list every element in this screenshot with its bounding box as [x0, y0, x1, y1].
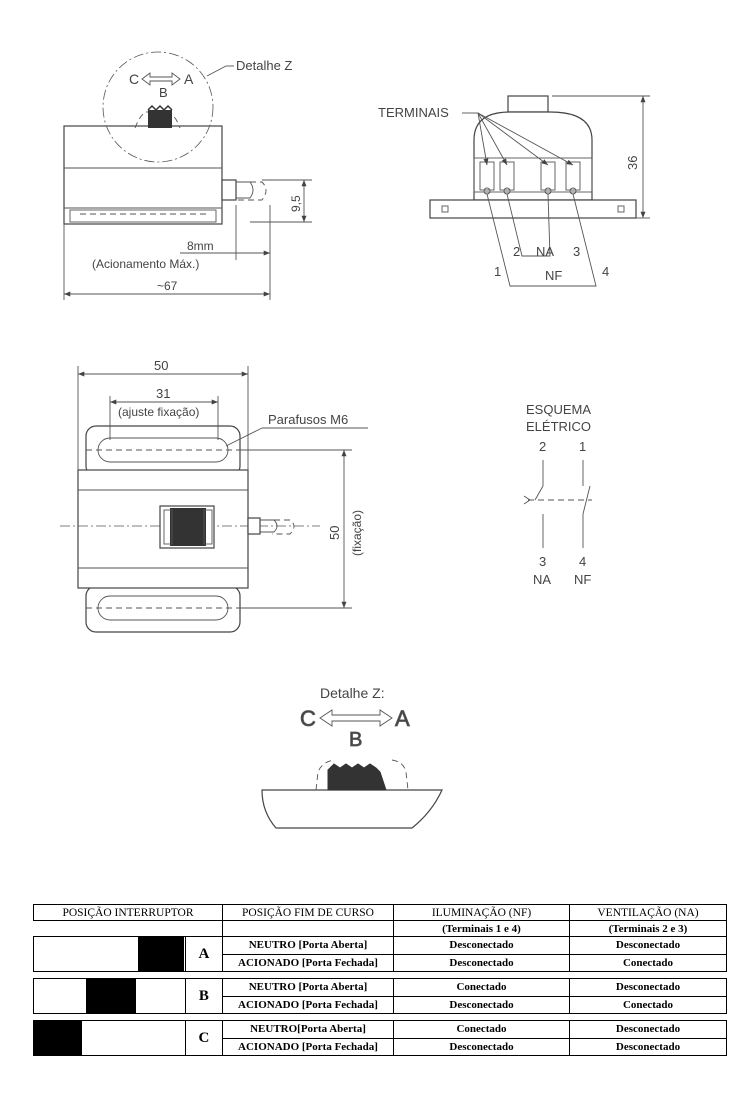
ventilacao-cell: Desconectado — [569, 1037, 727, 1056]
ventilacao-cell: Desconectado — [569, 936, 727, 955]
header-posicao-fim-curso: POSIÇÃO FIM DE CURSO — [222, 904, 394, 921]
drawing-label: NA — [533, 572, 551, 587]
drawing-label: A — [184, 71, 194, 87]
iluminacao-cell: Desconectado — [393, 1037, 570, 1056]
drawing-label: Detalhe Z: — [320, 685, 385, 701]
switch-diagram-c — [33, 1020, 186, 1056]
ventilacao-cell: Conectado — [569, 953, 727, 972]
iluminacao-cell: Conectado — [393, 1020, 570, 1039]
drawing-label: 36 — [625, 156, 640, 170]
fim-curso-cell: NEUTRO[Porta Aberta] — [222, 1020, 394, 1039]
drawing-label: 8mm — [187, 239, 214, 253]
drawing-label: 3 — [573, 244, 580, 259]
technical-drawing: C B A Detalhe Z 9,5 8mm (Acionamento Máx… — [60, 51, 650, 829]
iluminacao-cell: Desconectado — [393, 953, 570, 972]
actuator-knob — [148, 110, 172, 128]
drawing-label: ESQUEMA — [526, 402, 591, 417]
drawing-label: A — [395, 706, 410, 731]
drawing-label: (ajuste fixação) — [118, 405, 199, 419]
header-spacer — [33, 920, 223, 937]
drawing-label: Detalhe Z — [236, 58, 292, 73]
iluminacao-cell: Desconectado — [393, 995, 570, 1014]
table-row: ACIONADO [Porta Fechada] Desconectado De… — [34, 1037, 727, 1056]
header-posicao-interruptor: POSIÇÃO INTERRUPTOR — [33, 904, 223, 921]
drawing-label: 50 — [154, 358, 168, 373]
drawing-label: 4 — [579, 554, 586, 569]
fim-curso-cell: ACIONADO [Porta Fechada] — [222, 1037, 394, 1056]
switch-position-table: POSIÇÃO INTERRUPTOR POSIÇÃO FIM DE CURSO… — [33, 904, 727, 1056]
drawing-label: 9,5 — [289, 195, 303, 212]
drawing-label: C — [129, 71, 139, 87]
drawing-label: 31 — [156, 386, 170, 401]
drawing-label: C — [300, 706, 316, 731]
detail-z: Detalhe Z: C B A — [261, 685, 443, 829]
fim-curso-cell: NEUTRO [Porta Aberta] — [222, 978, 394, 997]
header-iluminacao: ILUMINAÇÃO (NF) — [393, 904, 570, 921]
ventilacao-cell: Desconectado — [569, 1020, 727, 1039]
position-letter-b: B — [184, 978, 224, 1014]
terminal-screws — [479, 161, 581, 195]
drawing-label: 4 — [602, 264, 609, 279]
header-ventilacao: VENTILAÇÃO (NA) — [569, 904, 727, 921]
drawing-label: 50 — [327, 526, 342, 540]
table-row: ACIONADO [Porta Fechada] Desconectado Co… — [34, 953, 727, 972]
table-row: A NEUTRO [Porta Aberta] Desconectado Des… — [33, 936, 727, 972]
front-view: C B A Detalhe Z 9,5 8mm (Acionamento Máx… — [63, 51, 312, 300]
subheader-ventilacao: (Terminais 2 e 3) — [569, 920, 727, 937]
header-spacer — [222, 920, 394, 937]
drawing-label: B — [159, 85, 168, 100]
position-letter-c: C — [184, 1020, 224, 1056]
top-view: 50 31 (ajuste fixação) Parafusos M6 50 (… — [60, 358, 368, 633]
position-letter-a: A — [184, 936, 224, 972]
drawing-label: NF — [545, 268, 562, 283]
drawing-label: 1 — [579, 439, 586, 454]
row-spacer — [33, 1013, 727, 1021]
switch-diagram-a — [33, 936, 186, 972]
switch-diagram-b — [33, 978, 186, 1014]
drawing-label: 3 — [539, 554, 546, 569]
row-spacer — [33, 971, 727, 979]
row-spacer — [33, 1013, 727, 1021]
electrical-schema: ESQUEMA ELÉTRICO 2 1 3 4 NA NF — [523, 402, 592, 587]
subheader-iluminacao: (Terminais 1 e 4) — [393, 920, 570, 937]
fim-curso-cell: NEUTRO [Porta Aberta] — [222, 936, 394, 955]
drawing-label: 1 — [494, 264, 501, 279]
drawing-label: (Acionamento Máx.) — [92, 257, 199, 271]
ventilacao-cell: Desconectado — [569, 978, 727, 997]
table-row: C NEUTRO[Porta Aberta] Conectado Descone… — [33, 1020, 727, 1056]
row-spacer — [33, 971, 727, 979]
drawing-label: 2 — [539, 439, 546, 454]
drawing-label: NA — [536, 244, 554, 259]
side-view: TERMINAIS 36 1 2 NA 3 NF 4 — [378, 95, 650, 287]
fim-curso-cell: ACIONADO [Porta Fechada] — [222, 995, 394, 1014]
table-row: B NEUTRO [Porta Aberta] Conectado Descon… — [33, 978, 727, 1014]
drawing-label: TERMINAIS — [378, 105, 449, 120]
drawing-label: ELÉTRICO — [526, 419, 591, 434]
drawing-label: (fixação) — [350, 510, 364, 556]
iluminacao-cell: Desconectado — [393, 936, 570, 955]
drawing-label: B — [349, 729, 362, 751]
drawing-label: Parafusos M6 — [268, 412, 348, 427]
drawing-label: 2 — [513, 244, 520, 259]
drawing-label: ~67 — [157, 279, 178, 293]
ventilacao-cell: Conectado — [569, 995, 727, 1014]
drawing-label: NF — [574, 572, 591, 587]
fim-curso-cell: ACIONADO [Porta Fechada] — [222, 953, 394, 972]
iluminacao-cell: Conectado — [393, 978, 570, 997]
